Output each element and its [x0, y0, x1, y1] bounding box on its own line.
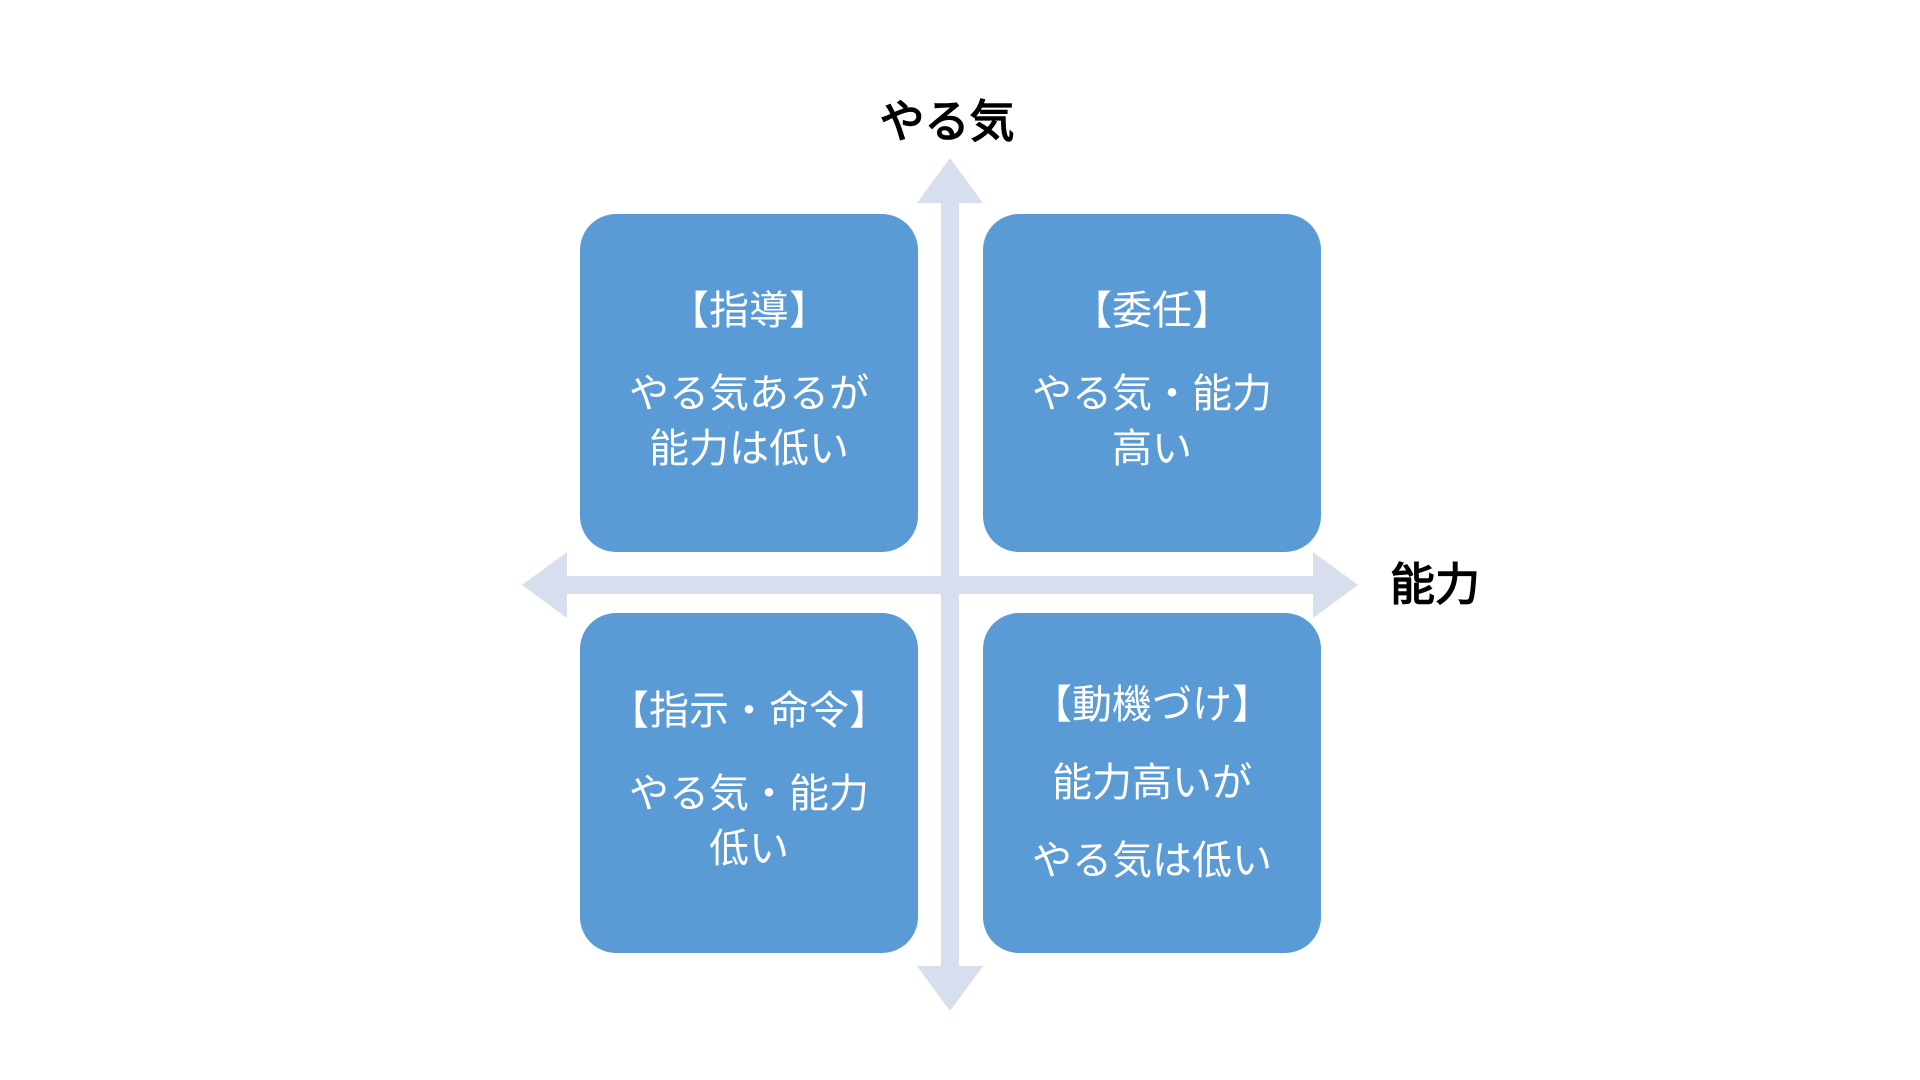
quadrant-box-top-left: 【指導】 やる気あるが 能力は低い [580, 214, 918, 552]
quadrant-title: 【動機づけ】 [1032, 683, 1272, 727]
arrow-right-icon [1313, 552, 1358, 618]
quadrant-body: やる気・能力 低い [629, 767, 869, 877]
vertical-axis-label: やる気 [879, 96, 1015, 147]
quadrant-body-line: 能力は低い [649, 427, 849, 471]
quadrant-body-line: やる気・能力 [1032, 372, 1272, 416]
quadrant-box-bottom-left: 【指示・命令】 やる気・能力 低い [580, 613, 918, 953]
quadrant-body: 能力高いが やる気は低い [1032, 761, 1272, 883]
quadrant-body-line: やる気は低い [1032, 839, 1272, 883]
arrow-down-icon [917, 966, 983, 1011]
quadrant-body-line: 能力高いが [1052, 761, 1252, 805]
horizontal-axis-label: 能力 [1390, 559, 1481, 610]
horizontal-axis-line [563, 576, 1315, 594]
quadrant-title: 【指示・命令】 [609, 689, 889, 733]
arrow-up-icon [917, 158, 983, 203]
quadrant-body-line: 低い [709, 827, 789, 871]
quadrant-title: 【指導】 [669, 289, 829, 333]
quadrant-body-line: やる気あるが [629, 372, 869, 416]
quadrant-body: やる気あるが 能力は低い [629, 367, 869, 477]
quadrant-body: やる気・能力 高い [1032, 367, 1272, 477]
quadrant-box-bottom-right: 【動機づけ】 能力高いが やる気は低い [983, 613, 1321, 953]
quadrant-body-line: やる気・能力 [629, 772, 869, 816]
quadrant-box-top-right: 【委任】 やる気・能力 高い [983, 214, 1321, 552]
arrow-left-icon [522, 552, 567, 618]
quadrant-body-line: 高い [1112, 427, 1192, 471]
quadrant-title: 【委任】 [1072, 289, 1232, 333]
